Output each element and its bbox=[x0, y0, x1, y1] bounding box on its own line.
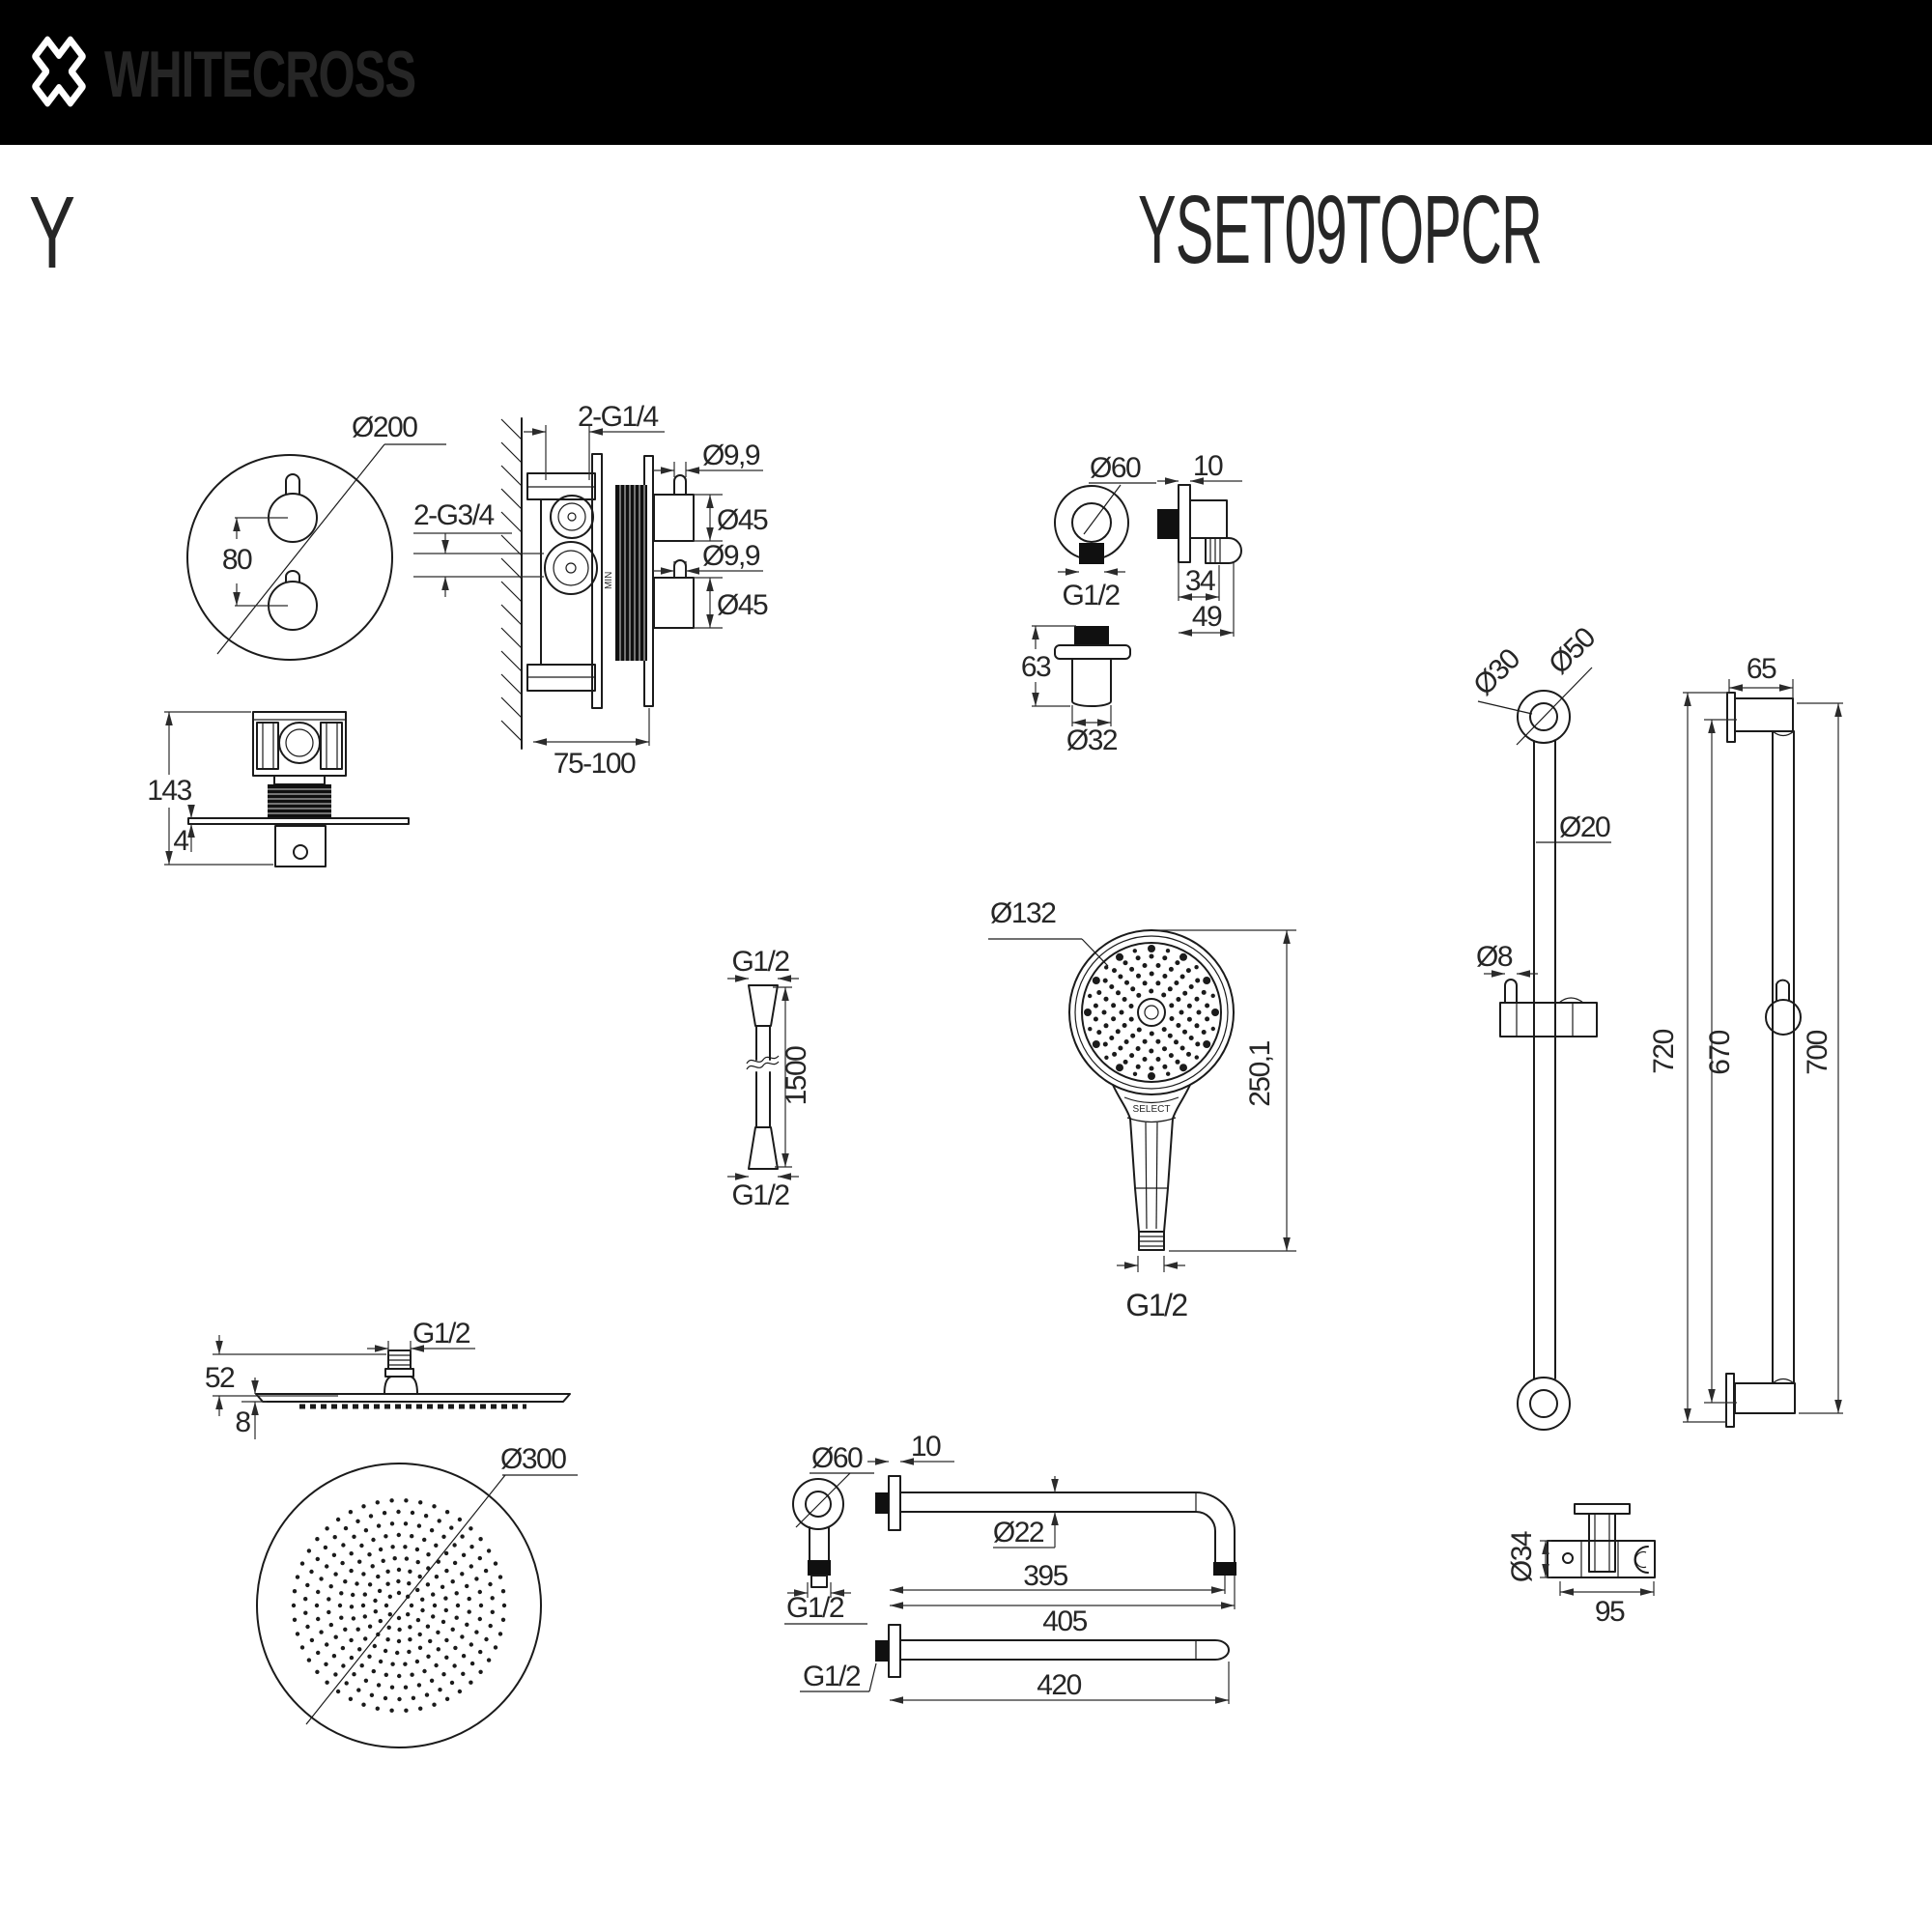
dim-elbow-plate: 10 bbox=[1193, 450, 1223, 482]
hose-view: G1/2 G1/2 1500 bbox=[727, 946, 812, 1211]
dim-rail-pin: Ø8 bbox=[1476, 941, 1513, 973]
brand-logo-x-icon bbox=[32, 36, 86, 107]
dim-holder-diameter: Ø34 bbox=[1506, 1531, 1538, 1582]
dim-rail-length-overall: 720 bbox=[1648, 1029, 1680, 1073]
dim-elbow-thread: G1/2 bbox=[1062, 580, 1120, 611]
dim-arm-length-total: 405 bbox=[1042, 1605, 1087, 1637]
headshower-side-view: G1/2 52 8 bbox=[205, 1318, 571, 1439]
dim-elbow-diameter: Ø60 bbox=[1090, 452, 1141, 484]
model-code: YSET09TOPCR bbox=[1138, 176, 1542, 284]
dim-rail-escutcheon: Ø50 bbox=[1543, 622, 1602, 681]
dim-stem-top: Ø9,9 bbox=[702, 440, 760, 471]
dim-hose-length: 1500 bbox=[781, 1046, 812, 1106]
mixer-side-view: MIN 2-G1/4 2-G3/4 Ø9,9 Ø45 Ø9,9 bbox=[413, 401, 770, 780]
holder-view: Ø34 95 bbox=[1506, 1503, 1656, 1628]
mixer-top-view: 143 4 bbox=[147, 711, 410, 867]
dim-elbow-depth: 49 bbox=[1192, 601, 1222, 633]
dim-arm-tube-diameter: Ø22 bbox=[993, 1517, 1044, 1548]
handshower-nozzle-dots bbox=[1084, 945, 1219, 1080]
select-marker: SELECT bbox=[1133, 1104, 1171, 1115]
dim-arm-thread-wall: G1/2 bbox=[803, 1661, 861, 1692]
dim-side-connections: 2-G3/4 bbox=[413, 499, 495, 531]
dim-knob-top: Ø45 bbox=[717, 504, 768, 536]
dim-knob-bottom: Ø45 bbox=[717, 589, 768, 621]
headshower-nozzle-dots bbox=[291, 1498, 507, 1713]
dim-headshower-thread: G1/2 bbox=[412, 1318, 470, 1350]
headshower-front-view: Ø300 bbox=[256, 1443, 578, 1748]
dim-headshower-connector: 52 bbox=[205, 1362, 235, 1394]
dim-hose-thread-bottom: G1/2 bbox=[731, 1179, 789, 1211]
dim-handshower-length: 250,1 bbox=[1244, 1040, 1276, 1106]
min-marker: MIN bbox=[604, 572, 614, 589]
dim-plate-thickness: 4 bbox=[173, 825, 188, 857]
dim-rail-length-tube: 700 bbox=[1802, 1030, 1833, 1074]
dim-hose-thread-top: G1/2 bbox=[731, 946, 789, 978]
dim-mixer-height: 143 bbox=[147, 775, 191, 807]
dim-arm-flange: 10 bbox=[911, 1431, 941, 1463]
header-bar: WHITECROSS bbox=[0, 0, 1932, 145]
dim-arm-thread-elbow: G1/2 bbox=[786, 1592, 844, 1624]
arm-views: Ø60 G1/2 10 Ø22 395 405 bbox=[784, 1431, 1236, 1704]
elbow-outlet-views: Ø60 G1/2 63 Ø32 10 34 49 bbox=[1021, 450, 1242, 756]
dim-handshower-diameter: Ø132 bbox=[990, 897, 1056, 929]
series-title: Y bbox=[29, 176, 74, 290]
dim-top-connections: 2-G1/4 bbox=[578, 401, 659, 433]
dim-arm-escutcheon: Ø60 bbox=[811, 1442, 863, 1474]
dim-arm-length-straight: 420 bbox=[1037, 1669, 1081, 1701]
rail-side-view: 65 720 670 700 bbox=[1648, 653, 1843, 1428]
dim-headshower-diameter: Ø300 bbox=[500, 1443, 566, 1475]
dim-rail-tube: Ø20 bbox=[1559, 811, 1610, 843]
rail-front-view: Ø30 Ø50 Ø20 Ø8 bbox=[1467, 622, 1612, 1431]
dim-elbow-body-diameter: Ø32 bbox=[1066, 724, 1118, 756]
dim-holder-width: 95 bbox=[1595, 1596, 1625, 1628]
dim-rail-ring: Ø30 bbox=[1467, 643, 1526, 702]
dim-rail-length-inner: 670 bbox=[1704, 1030, 1736, 1074]
dim-mixer-knob-spacing: 80 bbox=[222, 544, 252, 576]
dim-arm-length-bend: 395 bbox=[1023, 1560, 1067, 1592]
dim-elbow-offset: 34 bbox=[1185, 565, 1215, 597]
handshower-view: Ø132 SELECT G1/2 250,1 bbox=[988, 897, 1296, 1322]
mixer-front-view: Ø200 80 bbox=[186, 412, 446, 661]
dim-rail-bracket-depth: 65 bbox=[1747, 653, 1776, 685]
brand-name: WHITECROSS bbox=[104, 38, 415, 111]
dim-mixer-diameter: Ø200 bbox=[352, 412, 417, 443]
dim-headshower-thickness: 8 bbox=[235, 1406, 250, 1438]
dim-stem-bottom: Ø9,9 bbox=[702, 540, 760, 572]
dim-handshower-thread: G1/2 bbox=[1125, 1288, 1187, 1322]
dim-mount-depth: 75-100 bbox=[554, 748, 636, 780]
dim-elbow-height: 63 bbox=[1021, 651, 1051, 683]
